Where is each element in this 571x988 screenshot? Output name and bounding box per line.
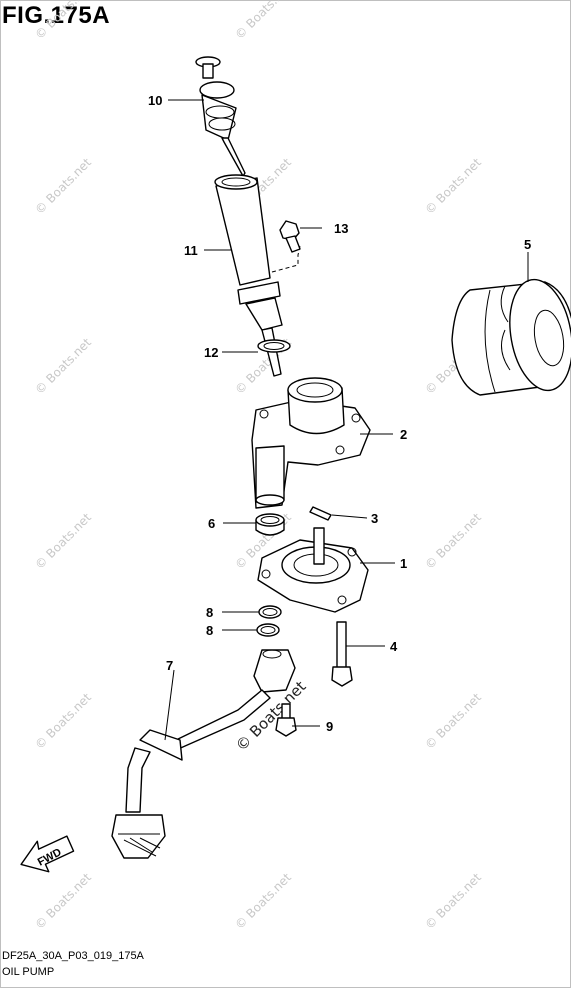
figure-title: FIG.175A [2,2,111,29]
callout-10: 10 [148,93,162,108]
part-1-oil-pump-body[interactable] [257,527,369,613]
callout-1: 1 [400,556,407,571]
watermark: © Boats.net [32,870,94,932]
part-10-dipstick-handle[interactable] [195,56,246,177]
watermark: © Boats.net [422,155,484,217]
callout-11: 11 [184,243,198,258]
part-7-oil-strainer[interactable] [111,649,296,859]
callout-6: 6 [208,516,215,531]
diagram-name: OIL PUMP [2,966,55,978]
part-6-ring[interactable] [255,513,285,536]
callout-4: 4 [390,639,398,654]
watermark: © Boats.net [32,335,94,397]
watermark: © Boats.net [232,0,294,42]
fwd-arrow-icon: FWD [20,835,75,873]
callout-9: 9 [326,719,333,734]
part-12-o-ring[interactable] [257,339,291,353]
callout-12: 12 [204,345,218,360]
callouts: 10 11 13 12 5 2 3 6 1 8 8 4 7 9 [148,93,531,734]
diagram-code: DF25A_30A_P03_019_175A [2,950,144,962]
part-8-o-rings[interactable] [256,605,282,637]
callout-8: 8 [206,605,213,620]
part-11-dipstick-guide[interactable] [214,174,301,377]
watermark: © Boats.net [232,870,294,932]
part-4-bolt[interactable] [331,621,353,687]
part-2-oil-pump-cover[interactable] [251,377,371,509]
part-9-bolt[interactable] [275,703,297,737]
callout-5: 5 [524,237,531,252]
part-3-pin[interactable] [309,506,332,521]
callout-2: 2 [400,427,407,442]
part-5-oil-filter[interactable] [451,275,571,396]
callout-13: 13 [334,221,348,236]
watermark: © Boats.net [32,155,94,217]
part-13-bolt[interactable] [279,220,301,253]
watermark: © Boats.net [32,0,94,42]
watermark: © Boats.net [422,510,484,572]
watermark: © Boats.net [32,690,94,752]
watermark: © Boats.net [422,690,484,752]
leader-lines [164,99,529,741]
callout-7: 7 [166,658,173,673]
watermark: © Boats.net [32,510,94,572]
watermark: © Boats.net [422,870,484,932]
callout-3: 3 [371,511,378,526]
callout-8: 8 [206,623,213,638]
